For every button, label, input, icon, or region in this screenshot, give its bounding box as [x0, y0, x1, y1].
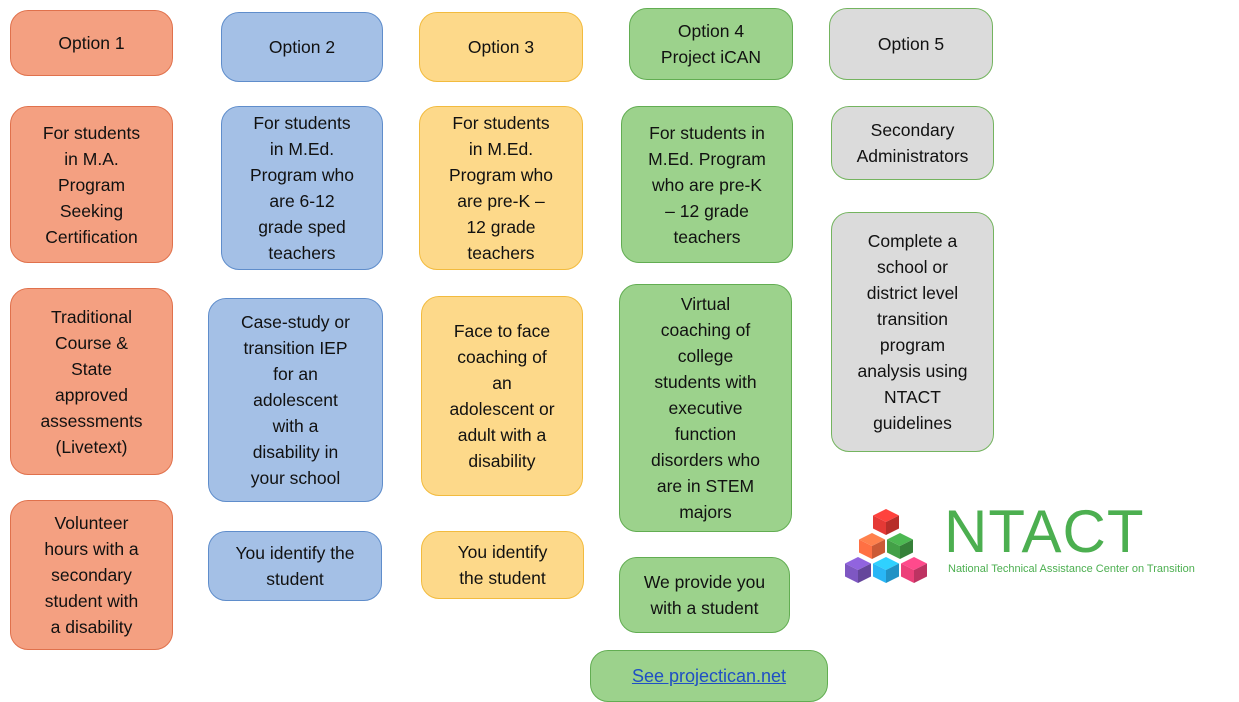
cube-top	[873, 509, 899, 535]
stacked-cubes-icon	[845, 509, 927, 583]
option-3-activity-box: Face to face coaching of an adolescent o…	[421, 296, 583, 496]
option-2-student-box: You identify the student	[208, 531, 382, 601]
option-4-eligibility-box: For students in M.Ed. Program who are pr…	[621, 106, 793, 263]
option-3-header: Option 3	[419, 12, 583, 82]
option-5-eligibility-box: Secondary Administrators	[831, 106, 994, 180]
option-5-header: Option 5	[829, 8, 993, 80]
projectican-link[interactable]: See projectican.net	[631, 666, 787, 686]
ntact-logo-title: NTACT	[944, 498, 1145, 565]
ntact-logo-subtitle: National Technical Assistance Center on …	[948, 563, 1195, 575]
option-2-header: Option 2	[221, 12, 383, 82]
option-2-eligibility-box: For students in M.Ed. Program who are 6-…	[221, 106, 383, 270]
option-2-activity-box: Case-study or transition IEP for an adol…	[208, 298, 383, 502]
cube-bottom-middle	[873, 557, 899, 583]
option-1-student-box: Volunteer hours with a secondary student…	[10, 500, 173, 650]
cube-bottom-left	[845, 557, 871, 583]
option-1-header: Option 1	[10, 10, 173, 76]
option-4-activity-box: Virtual coaching of college students wit…	[619, 284, 792, 532]
cube-bottom-right	[901, 557, 927, 583]
option-5-activity-box: Complete a school or district level tran…	[831, 212, 994, 452]
option-1-eligibility-box: For students in M.A. Program Seeking Cer…	[10, 106, 173, 263]
ntact-logo: NTACT National Technical Assistance Cent…	[836, 498, 1236, 592]
option-1-activity-box: Traditional Course & State approved asse…	[10, 288, 173, 475]
option-3-eligibility-box: For students in M.Ed. Program who are pr…	[419, 106, 583, 270]
projectican-link-box: See projectican.net	[590, 650, 828, 702]
cube-middle-left	[859, 533, 885, 559]
option-3-student-box: You identify the student	[421, 531, 584, 599]
option-4-student-box: We provide you with a student	[619, 557, 790, 633]
cube-middle-right	[887, 533, 913, 559]
option-4-header: Option 4 Project iCAN	[629, 8, 793, 80]
